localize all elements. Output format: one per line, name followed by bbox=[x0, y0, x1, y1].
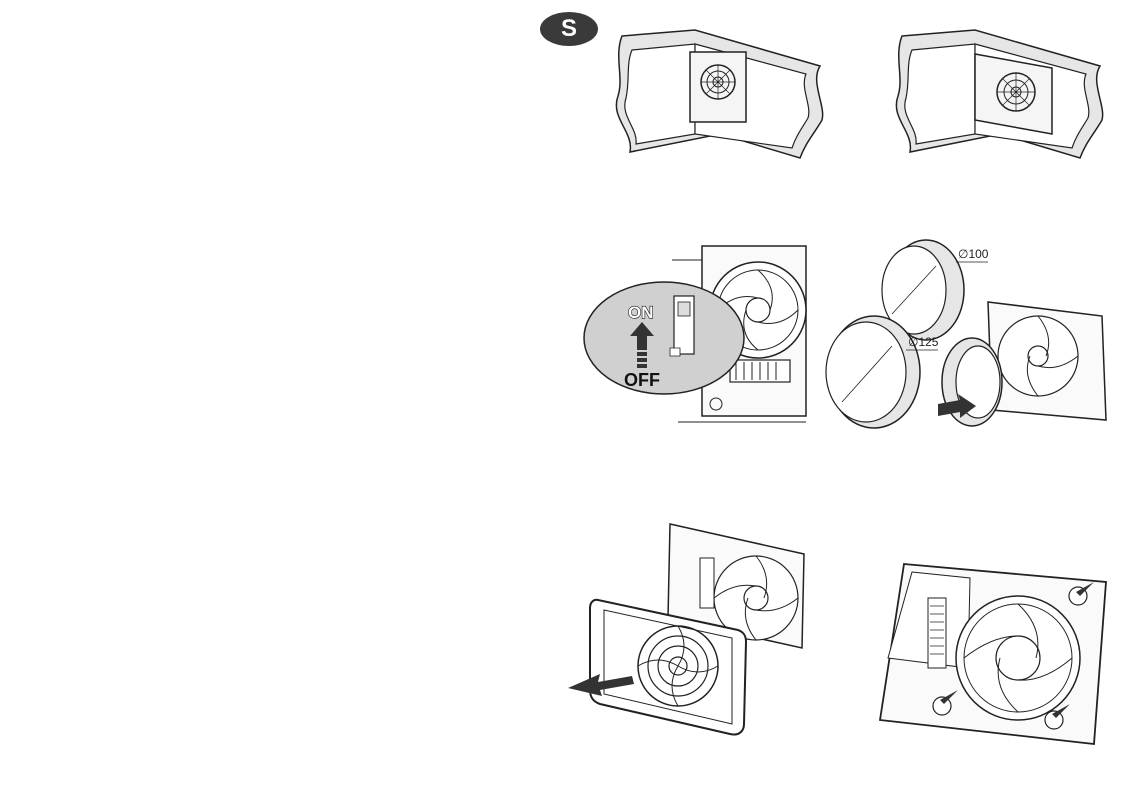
fan-icon bbox=[988, 302, 1106, 420]
section-badge: S bbox=[540, 12, 598, 46]
switch-off-label: OFF bbox=[624, 370, 660, 390]
switch-on-label: ON bbox=[628, 303, 654, 322]
duct-size-large: ∅125 bbox=[908, 335, 939, 349]
wall-corner-figure-right bbox=[880, 22, 1120, 162]
switch-callout bbox=[584, 282, 744, 394]
duct-adaptor-figure: ∅100 ∅125 bbox=[820, 232, 1115, 432]
wall-corner-figure-left bbox=[600, 22, 840, 162]
blank-left-page bbox=[0, 0, 540, 795]
fan-icon bbox=[975, 54, 1052, 134]
ring-large bbox=[826, 316, 920, 428]
duct-size-small: ∅100 bbox=[958, 247, 989, 261]
front-cover-figure bbox=[560, 518, 815, 743]
fan-icon bbox=[690, 52, 746, 122]
mounting-base-figure bbox=[868, 558, 1113, 748]
switch-figure: ON OFF bbox=[582, 238, 812, 428]
